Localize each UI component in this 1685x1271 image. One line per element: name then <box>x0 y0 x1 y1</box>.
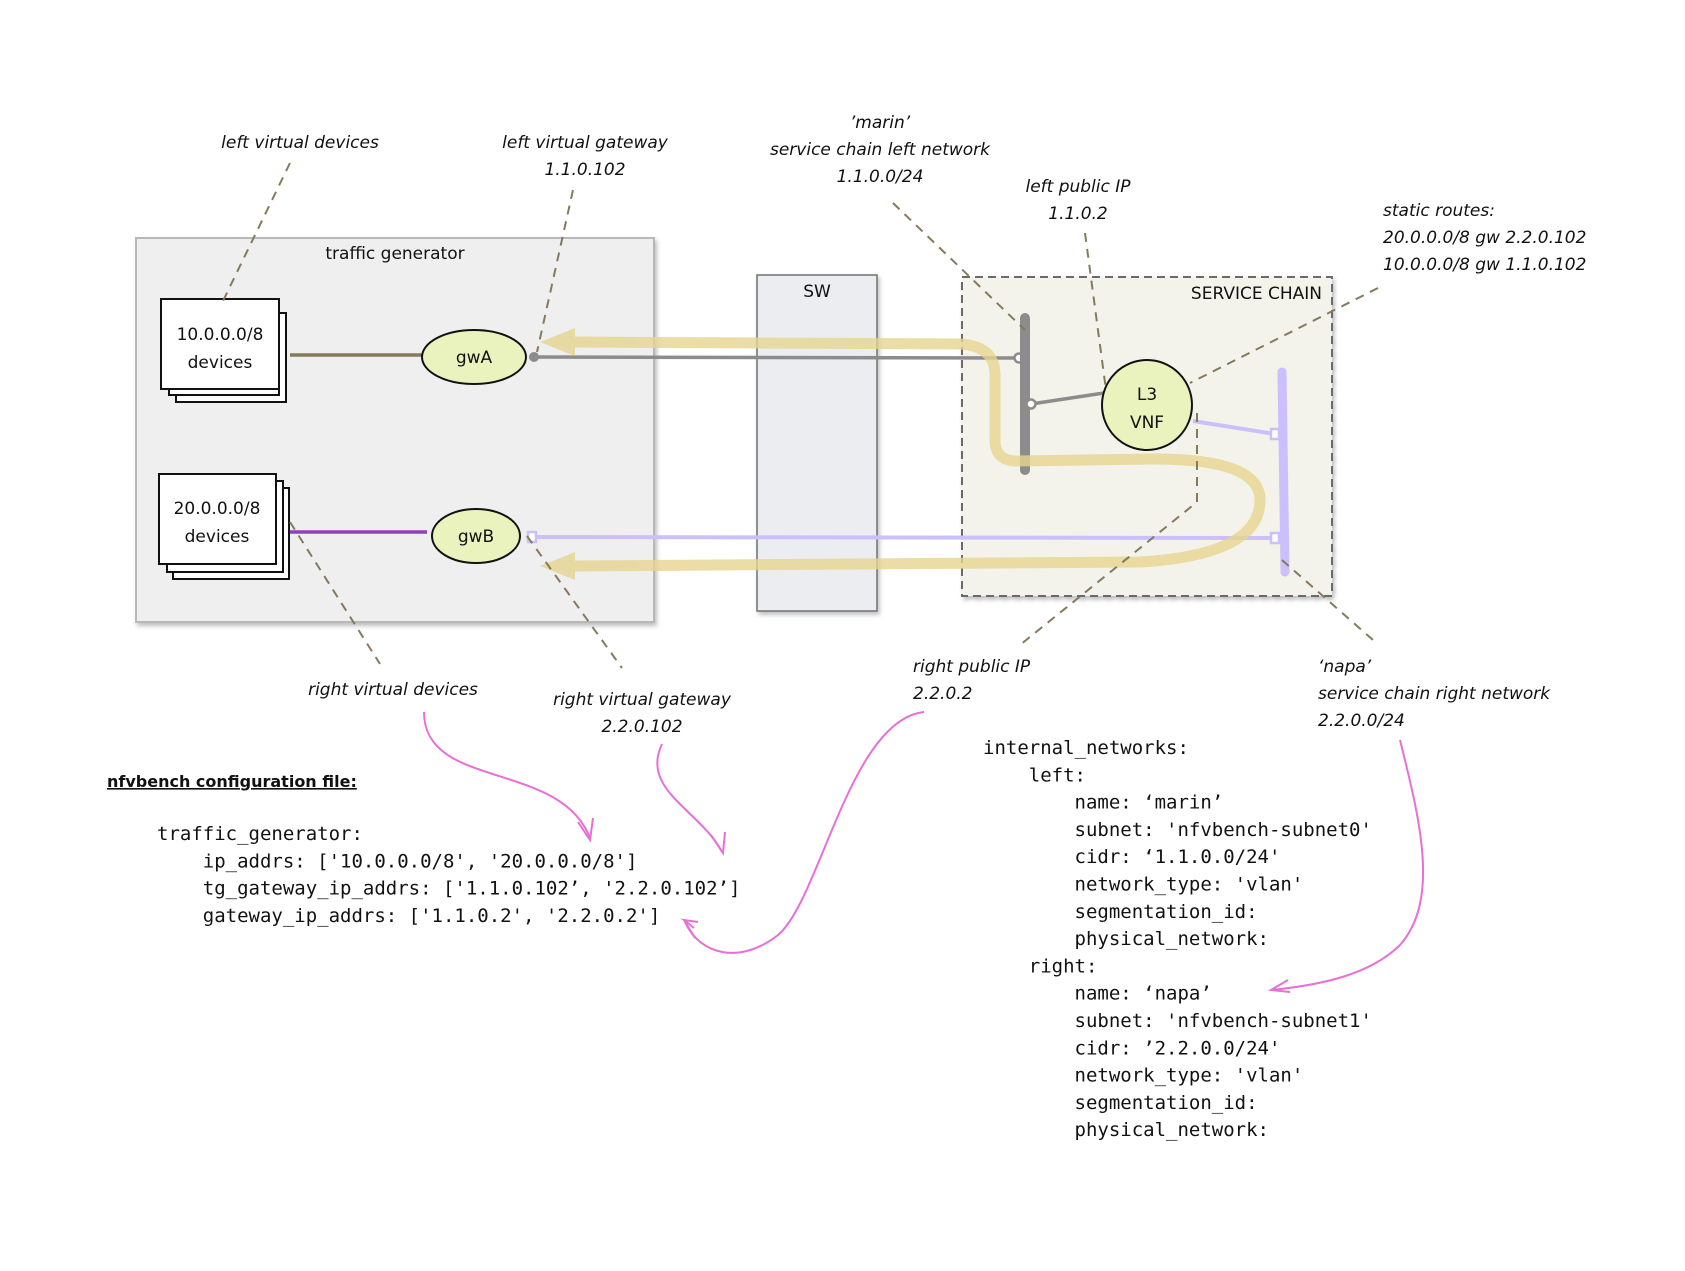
right-devices-stack: 20.0.0.0/8 devices <box>158 473 290 580</box>
config-line: subnet: 'nfvbench-subnet1' <box>983 1010 1372 1032</box>
config-line: segmentation_id: <box>983 901 1258 923</box>
config-line: network_type: 'vlan' <box>983 874 1303 896</box>
config-line: right: <box>983 955 1097 977</box>
gw-b-node: gwB <box>431 508 521 564</box>
annotation-value: 2.2.0.102 <box>601 717 682 737</box>
annotation-value: 1.1.0.2 <box>1048 204 1107 224</box>
config-line: cidr: ’2.2.0.0/24' <box>983 1037 1280 1059</box>
annotation-left-virtual-devices: left virtual devices <box>221 133 379 153</box>
config-line: ip_addrs: ['10.0.0.0/8', '20.0.0.0/8'] <box>157 850 637 872</box>
arrow-right-gateway-to-tg-gateway <box>656 743 726 856</box>
left-devices-stack: 10.0.0.0/8 devices <box>160 298 287 403</box>
config-line: tg_gateway_ip_addrs: ['1.1.0.102’, '2.2.… <box>157 878 740 900</box>
right-devices-subnet: 20.0.0.0/8 <box>174 499 261 519</box>
right-network <box>526 367 1290 577</box>
config-line: physical_network: <box>983 1119 1269 1141</box>
napa-port-icon <box>1269 531 1281 545</box>
right-devices-label: devices <box>185 527 250 547</box>
config-line: name: ‘napa’ <box>983 983 1212 1005</box>
annotation-value: 1.1.0.102 <box>544 160 625 180</box>
vnf-right-port-icon <box>1269 427 1281 441</box>
config-file-title: nfvbench configuration file: <box>107 772 357 791</box>
left-devices-label: devices <box>188 353 253 373</box>
annotation-text: ‘napa’ <box>1318 657 1372 677</box>
config-line: internal_networks: <box>983 737 1189 759</box>
service-chain-label: SERVICE CHAIN <box>1191 284 1322 304</box>
config-line: cidr: ‘1.1.0.0/24' <box>983 846 1280 868</box>
switch-label: SW <box>803 282 831 302</box>
vnf-left-port-icon <box>1025 398 1037 410</box>
config-line: traffic_generator: <box>157 823 363 845</box>
traffic-generator-label: traffic generator <box>325 244 464 264</box>
left-network <box>529 313 1105 475</box>
arrow-napa-to-right-name <box>1267 739 1425 993</box>
traffic-path <box>540 328 1266 580</box>
annotation-marin-network: ’marin’ service chain left network 1.1.0… <box>770 113 991 187</box>
annotation-text: left virtual gateway <box>502 133 669 153</box>
annotation-text: right public IP <box>913 657 1031 677</box>
annotation-value: 2.2.0.0/24 <box>1318 711 1405 731</box>
config-line: segmentation_id: <box>983 1092 1258 1114</box>
annotation-right-virtual-devices: right virtual devices <box>308 680 478 700</box>
gw-a-node: gwA <box>421 329 527 385</box>
annotation-left-public-ip: left public IP 1.1.0.2 <box>1025 177 1131 224</box>
annotation-text: right virtual gateway <box>553 690 732 710</box>
gw-b-label: gwB <box>458 527 494 547</box>
annotation-text: ’marin’ <box>850 113 911 133</box>
annotation-value: 10.0.0.0/8 gw 1.1.0.102 <box>1383 255 1586 275</box>
l3-vnf-node: L3 VNF <box>1101 359 1193 451</box>
annotation-text: left virtual devices <box>221 133 379 153</box>
config-line: physical_network: <box>983 928 1269 950</box>
traffic-arrowhead-left <box>540 328 575 356</box>
config-line: network_type: 'vlan' <box>983 1065 1303 1087</box>
annotation-value: 20.0.0.0/8 gw 2.2.0.102 <box>1383 228 1586 248</box>
annotation-text: static routes: <box>1383 201 1495 221</box>
annotation-lines <box>221 162 1379 669</box>
annotation-text: service chain left network <box>770 140 991 160</box>
traffic-arrowhead-right <box>540 552 575 580</box>
annotation-right-public-ip: right public IP 2.2.0.2 <box>913 657 1031 704</box>
annotation-left-virtual-gateway: left virtual gateway 1.1.0.102 <box>502 133 669 180</box>
config-line: name: ‘marin’ <box>983 792 1223 814</box>
gw-a-port-icon <box>529 352 539 362</box>
annotation-napa-network: ‘napa’ service chain right network 2.2.0… <box>1318 657 1551 731</box>
internal-networks-config: internal_networks: left: name: ‘marin’ s… <box>983 737 1372 1141</box>
vnf-label-l3: L3 <box>1137 385 1157 405</box>
gw-a-label: gwA <box>456 348 493 368</box>
config-line: subnet: 'nfvbench-subnet0' <box>983 819 1372 841</box>
arrow-right-public-ip-to-gateway-ip <box>680 711 925 954</box>
arrow-right-devices-to-ip-addrs <box>423 711 594 843</box>
annotation-static-routes: static routes: 20.0.0.0/8 gw 2.2.0.102 1… <box>1383 201 1586 275</box>
annotation-text: right virtual devices <box>308 680 478 700</box>
config-line: left: <box>983 764 1086 786</box>
annotation-value: 1.1.0.0/24 <box>837 167 924 187</box>
config-arrows <box>423 711 1425 993</box>
config-line: gateway_ip_addrs: ['1.1.0.2', '2.2.0.2'] <box>157 905 660 927</box>
annotation-right-virtual-gateway: right virtual gateway 2.2.0.102 <box>553 690 732 737</box>
annotation-value: 2.2.0.2 <box>913 684 972 704</box>
left-devices-subnet: 10.0.0.0/8 <box>177 325 264 345</box>
napa-network-bar <box>1277 367 1290 577</box>
vnf-label-vnf: VNF <box>1130 413 1164 433</box>
annotation-text: service chain right network <box>1318 684 1551 704</box>
traffic-generator-config: traffic_generator: ip_addrs: ['10.0.0.0/… <box>157 823 740 927</box>
switch-box: SW <box>756 274 878 612</box>
annotation-text: left public IP <box>1025 177 1131 197</box>
